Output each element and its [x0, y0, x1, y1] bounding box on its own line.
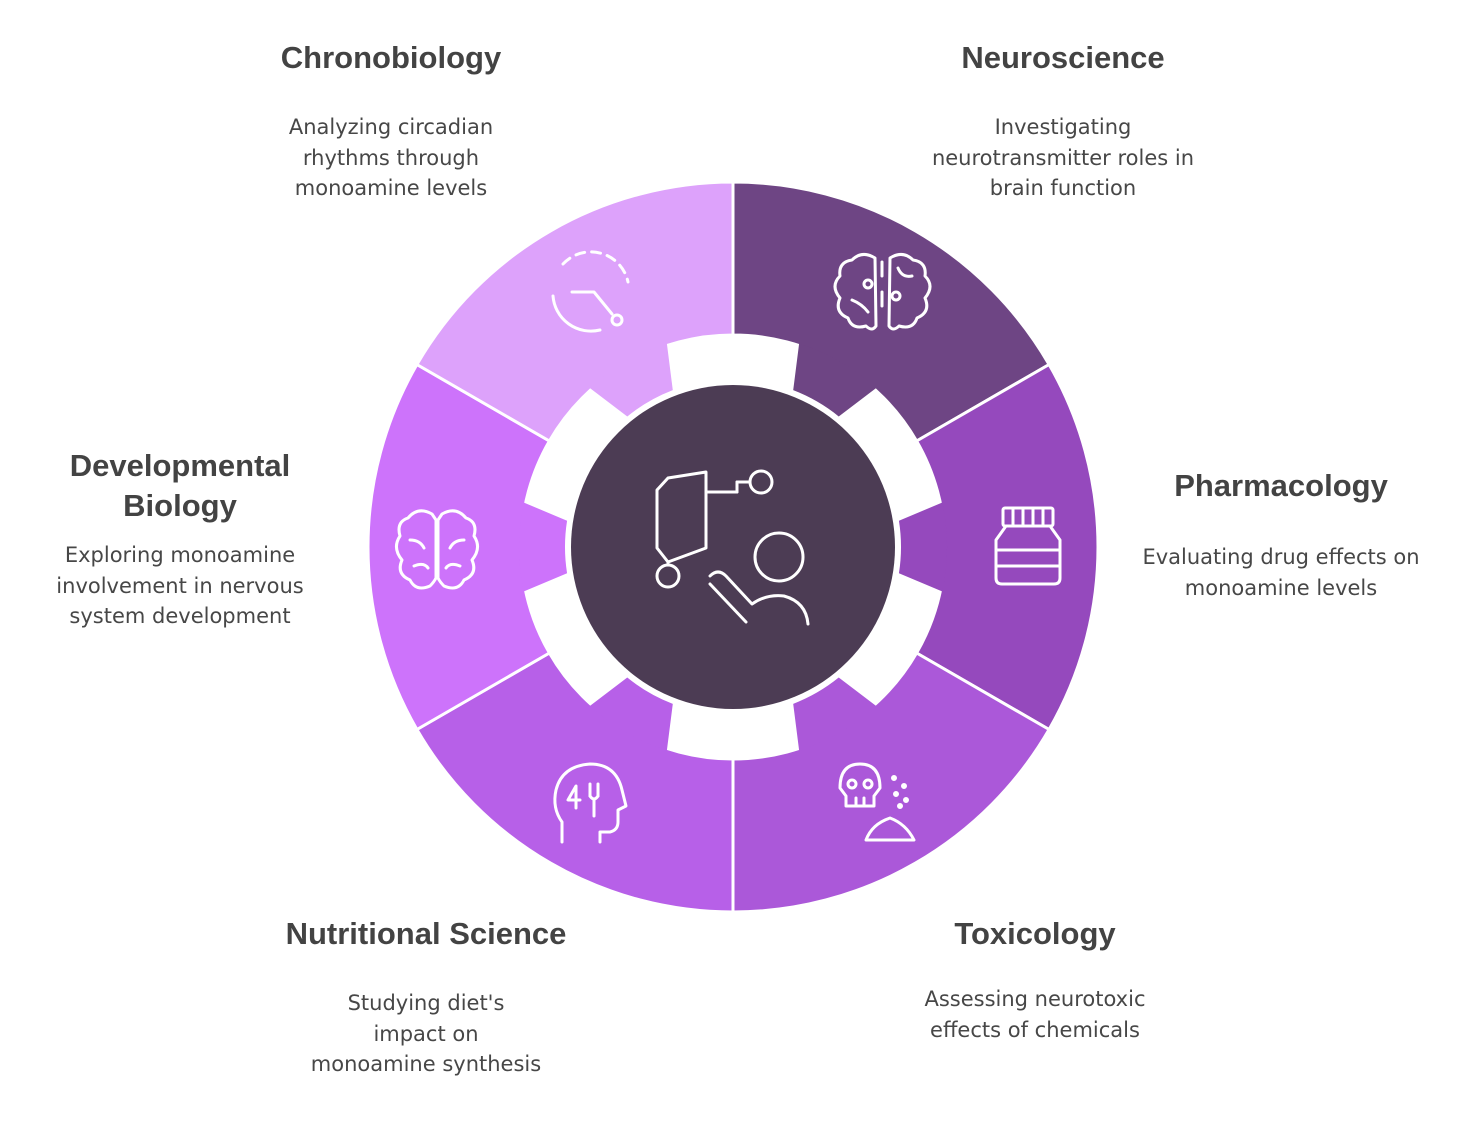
- segment-tab-toxicology: [793, 677, 877, 751]
- segment-tab-nutritional: [589, 677, 673, 751]
- brain-icon: [395, 509, 479, 590]
- segment-title: Toxicology: [954, 916, 1116, 951]
- segment-tab-pharmacology: [898, 502, 948, 592]
- medicine-jar-icon: [994, 506, 1062, 586]
- segment-title: Pharmacology: [1174, 468, 1388, 503]
- segment-description: Assessing neurotoxic effects of chemical…: [924, 987, 1146, 1042]
- segment-description: Evaluating drug effects on monoamine lev…: [1142, 545, 1420, 600]
- skull-powder-icon: [838, 762, 916, 842]
- segment-description: Investigating neurotransmitter roles in …: [931, 115, 1195, 200]
- segment-tab-neuroscience: [793, 343, 877, 417]
- segment-title: Developmental Biology: [69, 448, 291, 523]
- label-chronobiology: Chronobiology Analyzing circadian rhythm…: [248, 38, 534, 204]
- segment-description: Studying diet's impact on monoamine synt…: [310, 991, 542, 1076]
- label-toxicology: Toxicology Assessing neurotoxic effects …: [900, 914, 1170, 1045]
- clock-cycle-icon: [551, 250, 630, 333]
- brain-circuit-icon: [833, 253, 932, 331]
- segment-title: Neuroscience: [961, 40, 1165, 75]
- segment-title: Nutritional Science: [285, 916, 567, 951]
- researcher-network-icon: [655, 469, 810, 626]
- center-hub: [571, 385, 895, 709]
- segment-tab-developmental: [518, 502, 568, 592]
- label-developmental-biology: Developmental Biology Exploring monoamin…: [48, 446, 312, 632]
- segment-tab-chronobiology: [589, 343, 673, 417]
- segment-description: Analyzing circadian rhythms through mono…: [288, 115, 494, 200]
- label-neuroscience: Neuroscience Investigating neurotransmit…: [918, 38, 1208, 204]
- head-fork-icon: [553, 762, 628, 844]
- segment-description: Exploring monoamine involvement in nervo…: [56, 543, 304, 628]
- label-pharmacology: Pharmacology Evaluating drug effects on …: [1136, 466, 1426, 603]
- label-nutritional-science: Nutritional Science Studying diet's impa…: [268, 914, 584, 1080]
- segment-title: Chronobiology: [280, 40, 502, 75]
